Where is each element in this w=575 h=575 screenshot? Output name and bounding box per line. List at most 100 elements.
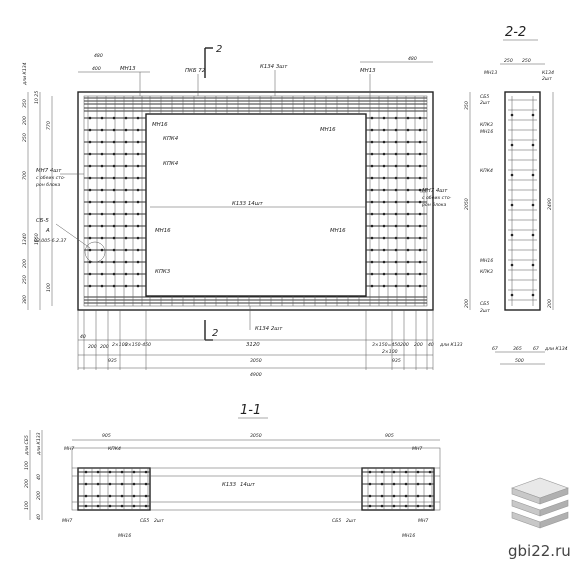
s11-bar-dot (132, 494, 136, 498)
s11-bar-dot (392, 504, 396, 508)
right-bar-dot (370, 284, 374, 288)
s11-mn7-tl: МН7 (64, 446, 74, 452)
left-bar-dot (112, 272, 116, 276)
right-bar-dot (370, 260, 374, 264)
right-bar-dot (418, 140, 422, 144)
left-bar-dot (112, 248, 116, 252)
s11-bar-dot (108, 470, 112, 474)
label-mn13-left: МН13 (120, 66, 136, 72)
s11-bar-dot (380, 494, 384, 498)
s22-dot (510, 113, 514, 117)
s11-k133-2: 14шт (240, 482, 256, 488)
s11-bar-dot (428, 470, 432, 474)
dim-bottom-200-r2: 200 (414, 342, 423, 348)
left-bar-dot (136, 152, 140, 156)
right-bar-dot (406, 140, 410, 144)
right-bar-dot (406, 260, 410, 264)
frame-outline (77, 91, 434, 311)
s11-bar-dot (84, 494, 88, 498)
right-bar-dot (394, 272, 398, 276)
left-bar-dot (100, 164, 104, 168)
left-dim-labels: дли К134 10 25 350 200 250 770 700 1650 … (22, 62, 52, 304)
s11-mn16-l: МН16 (118, 533, 131, 539)
left-bar-dot (88, 200, 92, 204)
right-bar-dot (382, 260, 386, 264)
left-bar-dot (88, 236, 92, 240)
s22-dot (510, 143, 514, 147)
left-bar-dot (136, 164, 140, 168)
s11-bar-dot (392, 470, 396, 474)
s11-bar-dot (96, 494, 100, 498)
left-bar-dot (124, 248, 128, 252)
s22-k134-2: 2шт (542, 76, 552, 82)
s11-bar-dot (132, 470, 136, 474)
s22-bottom-365: 365 (513, 346, 522, 352)
right-bar-dot (406, 128, 410, 132)
right-bar-dot (382, 176, 386, 180)
right-bar-dot (370, 128, 374, 132)
left-column-mesh (84, 96, 146, 306)
s22-kpk3: КПК3 (480, 122, 493, 128)
left-bar-dot (100, 236, 104, 240)
dim-400: 400 (92, 66, 101, 72)
s11-dim-dli-sb5: дли СБ5 (24, 435, 30, 456)
s11-k133: К133 (222, 482, 237, 488)
s11-bar-dot (144, 482, 148, 486)
right-bar-dot (406, 272, 410, 276)
s11-bar-dot (404, 494, 408, 498)
right-bar-dot (418, 284, 422, 288)
s22-dot (531, 293, 535, 297)
s11-bar-dot (108, 504, 112, 508)
s11-kpk4: КПК4 (108, 446, 121, 452)
s11-mn7-br: МН7 (418, 518, 428, 524)
s11-bar-dot (84, 504, 88, 508)
s11-dim-40-b: 40 (36, 514, 42, 520)
left-bar-dot (100, 140, 104, 144)
right-bar-dot (382, 128, 386, 132)
section-2-2-outline (504, 91, 541, 311)
bottom-band-bars (84, 296, 427, 306)
left-bar-dot (88, 152, 92, 156)
right-bar-dot (394, 224, 398, 228)
right-bar-dot (394, 128, 398, 132)
s11-dim-100: 100 (24, 461, 30, 470)
s11-bar-dot (380, 504, 384, 508)
left-bar-dot (100, 152, 104, 156)
right-bar-dot (418, 188, 422, 192)
s11-bar-dot (392, 482, 396, 486)
s11-bar-dot (96, 482, 100, 486)
left-bar-dot (136, 176, 140, 180)
right-bar-dot (382, 272, 386, 276)
left-bar-dot (112, 224, 116, 228)
label-sb5: СБ-5 (36, 218, 49, 224)
left-bar-dot (88, 212, 92, 216)
left-bar-dot (112, 200, 116, 204)
label-mn16-mid-right: МН16 (330, 228, 346, 234)
right-bar-dot (406, 248, 410, 252)
cut-mark-bottom: 2 (212, 328, 218, 339)
right-bar-dot (418, 212, 422, 216)
left-bar-dot (112, 188, 116, 192)
right-bar-dot (370, 224, 374, 228)
label-kpk3: КПК3 (155, 269, 171, 275)
right-bar-dot (406, 164, 410, 168)
s11-left-mesh (78, 468, 150, 510)
s22-bottom-67-r: 67 (533, 346, 539, 352)
label-mn7-right-2: с обеих сто- (422, 195, 452, 201)
s22-dot (531, 143, 535, 147)
left-bar-dot (88, 188, 92, 192)
right-bar-dot (370, 176, 374, 180)
s11-right-block (361, 467, 435, 511)
frame-opening (145, 113, 367, 297)
label-mn16-top-left: МН16 (152, 122, 168, 128)
s11-sb5-l: СБ5 (140, 518, 149, 524)
dim-bottom-200-r: 200 (400, 342, 409, 348)
s11-bar-dot (144, 494, 148, 498)
left-bar-dot (124, 212, 128, 216)
s22-sb5-2: 2шт (480, 100, 490, 106)
left-bar-dot (100, 224, 104, 228)
s11-bar-dot (404, 504, 408, 508)
right-bar-dot (382, 164, 386, 168)
left-bar-dot (100, 128, 104, 132)
